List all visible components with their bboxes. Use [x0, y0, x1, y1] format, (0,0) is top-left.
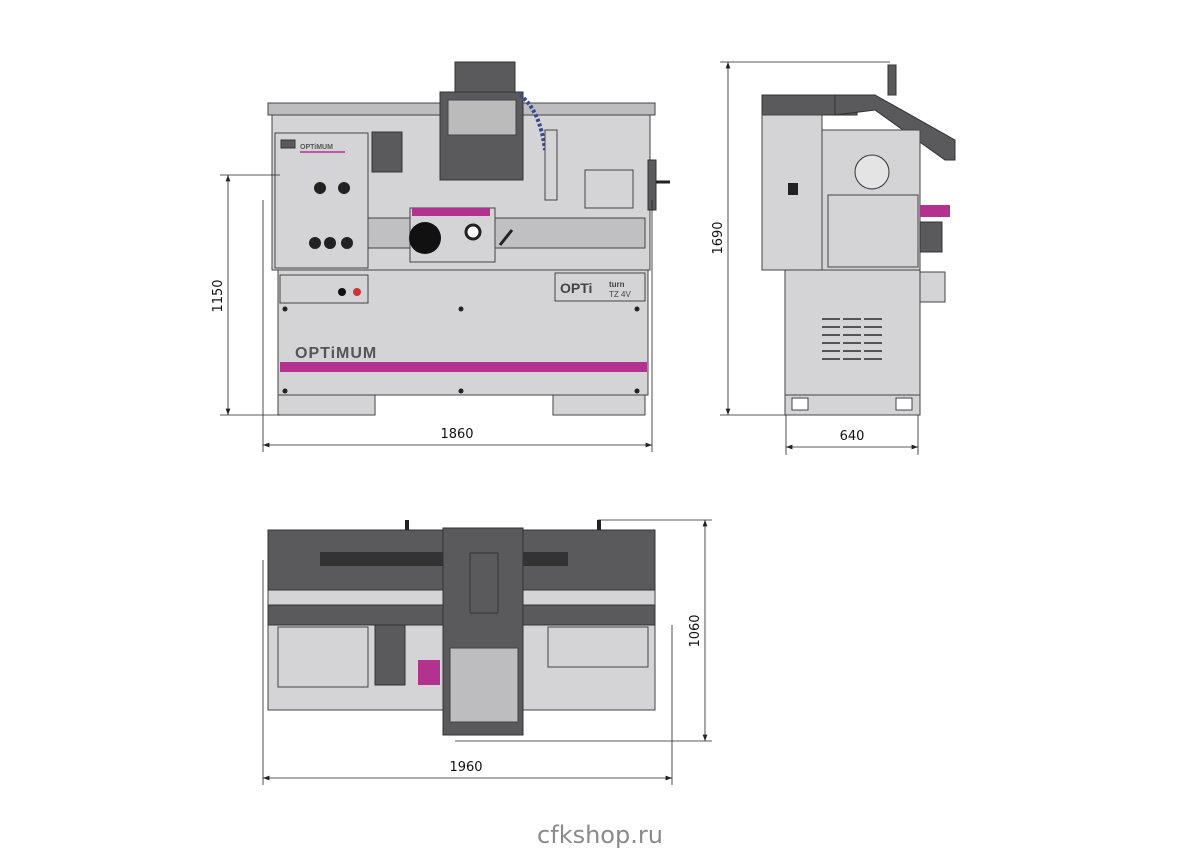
badge-line: turn	[609, 280, 625, 289]
dim-depth-side: 640	[840, 429, 865, 444]
badge-brand: OPTi	[560, 280, 592, 296]
panel-logo: OPTiMUM	[300, 144, 333, 151]
top-view: 1060 1960	[262, 519, 712, 785]
control-arm	[834, 94, 956, 161]
dim-width-top: 1960	[449, 760, 482, 775]
dim-height-front: 1150	[211, 279, 226, 312]
tool-holder	[920, 205, 950, 217]
dim-width-front: 1860	[440, 427, 473, 442]
foot-right	[552, 394, 646, 416]
model-badge	[554, 272, 646, 302]
tailstock	[584, 169, 634, 209]
badge-model: TZ 4V	[609, 290, 631, 299]
watermark: cfkshop.ru	[537, 821, 663, 849]
dim-depth-top: 1060	[688, 614, 703, 647]
headstock-panel	[274, 132, 369, 269]
handwheel	[409, 222, 441, 254]
brand-logo: OPTiMUM	[295, 345, 377, 362]
side-view: 1690 640	[711, 61, 956, 455]
dim-height-side: 1690	[711, 221, 726, 254]
tailstock-quill	[544, 129, 558, 201]
front-view: OPTiMUM OPTi turn TZ 4V OPTiMUM	[211, 61, 670, 452]
side-cabinet	[784, 269, 921, 396]
accent-stripe	[280, 362, 647, 372]
foot-left	[277, 394, 376, 416]
gear-knob	[314, 182, 326, 194]
chuck-guard	[371, 131, 403, 173]
gear-cover	[854, 154, 890, 190]
electrical-panel	[279, 274, 369, 304]
coolant-hose	[518, 93, 547, 151]
dro-display	[454, 61, 516, 93]
